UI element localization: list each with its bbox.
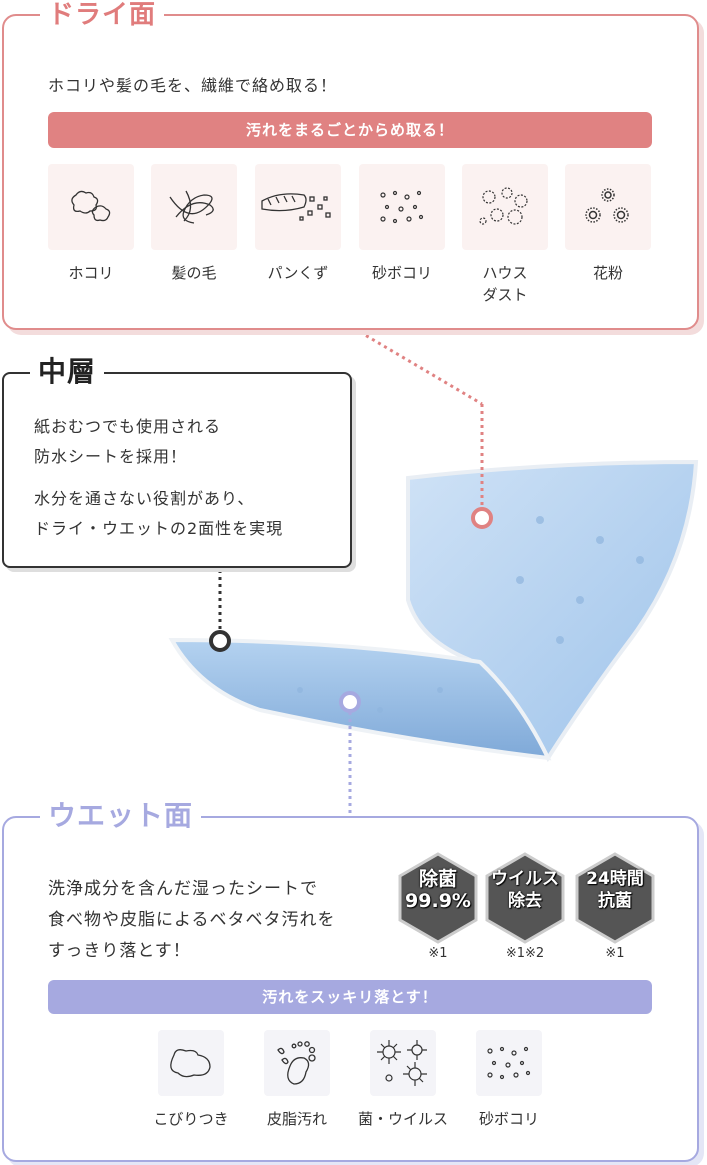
dry-side-title: ドライ面: [40, 2, 165, 28]
wet-line-3: すっきり落とす！: [48, 941, 191, 961]
wet-side-title: ウエット面: [40, 802, 202, 830]
dry-item-label: ホコリ: [68, 264, 114, 282]
middle-line-3: 水分を通さない役割があり、: [34, 489, 255, 508]
badge-sterilization: 除菌 99.9% ※1: [398, 852, 478, 961]
sand-dust-icon: [359, 164, 445, 250]
wet-item-sand-dust: 砂ボコリ: [454, 1030, 564, 1130]
badge-text: ウイルス 除去: [491, 869, 559, 911]
badge-virus-removal: ウイルス 除去 ※1※2: [485, 852, 565, 961]
middle-layer-title: 中層: [30, 358, 105, 386]
wet-line-2: 食べ物や皮脂によるベタベタ汚れを: [48, 910, 336, 930]
middle-line-4: ドライ・ウエットの2面性を実現: [34, 519, 284, 538]
wet-item-stain: こびりつき: [136, 1030, 246, 1130]
hair-icon: [151, 164, 237, 250]
wet-item-label: 菌・ウイルス: [357, 1110, 448, 1128]
pollen-icon: [565, 164, 651, 250]
dry-item-house-dust: ハウス ダスト: [461, 164, 549, 306]
dry-item-label: ハウス ダスト: [482, 264, 528, 304]
wet-item-sebum: 皮脂汚れ: [242, 1030, 352, 1130]
germ-virus-icon: [370, 1030, 436, 1096]
wet-side-description: 洗浄成分を含んだ湿ったシートで 食べ物や皮脂によるベタベタ汚れを すっきり落とす…: [48, 874, 336, 967]
wet-side-banner: 汚れをスッキリ落とす！: [48, 980, 652, 1014]
house-dust-icon: [462, 164, 548, 250]
footprint-icon: [264, 1030, 330, 1096]
stain-icon: [158, 1030, 224, 1096]
badge-text: 24時間 抗菌: [586, 869, 644, 911]
sand-dust-icon: [476, 1030, 542, 1096]
dry-item-label: 花粉: [592, 264, 623, 282]
dry-item-pollen: 花粉: [564, 164, 652, 284]
middle-layer-paragraph-1: 紙おむつでも使用される 防水シートを採用！: [34, 412, 221, 472]
badge-note: ※1: [605, 946, 625, 961]
hexagon-badge-icon: [575, 852, 655, 944]
dry-item-bread-crumbs: パンくず: [254, 164, 342, 284]
middle-line-1: 紙おむつでも使用される: [34, 417, 222, 436]
dry-item-label: パンくず: [267, 264, 329, 282]
wet-item-germs-viruses: 菌・ウイルス: [348, 1030, 458, 1130]
wet-item-label: 砂ボコリ: [478, 1110, 539, 1128]
dry-item-dust: ホコリ: [47, 164, 135, 284]
dry-side-banner: 汚れをまるごとからめ取る！: [48, 112, 652, 148]
dry-item-label: 髪の毛: [171, 264, 217, 282]
middle-line-2: 防水シートを採用！: [34, 447, 188, 466]
middle-layer-panel: [2, 372, 352, 568]
wet-line-1: 洗浄成分を含んだ湿ったシートで: [48, 879, 318, 899]
badge-24h-antibacterial: 24時間 抗菌 ※1: [575, 852, 655, 961]
dry-side-description: ホコリや髪の毛を、繊維で絡め取る！: [48, 76, 338, 95]
badge-text: 除菌 99.9%: [405, 868, 471, 912]
dust-icon: [48, 164, 134, 250]
bread-crumbs-icon: [255, 164, 341, 250]
dry-item-sand-dust: 砂ボコリ: [358, 164, 446, 284]
badge-note: ※1: [428, 946, 448, 961]
badge-note: ※1※2: [505, 946, 545, 961]
wet-item-label: 皮脂汚れ: [266, 1110, 327, 1128]
dry-item-hair: 髪の毛: [150, 164, 238, 284]
hexagon-badge-icon: [398, 852, 478, 944]
dry-item-label: 砂ボコリ: [371, 264, 432, 282]
wet-item-label: こびりつき: [153, 1110, 229, 1128]
middle-layer-paragraph-2: 水分を通さない役割があり、 ドライ・ウエットの2面性を実現: [34, 484, 283, 544]
hexagon-badge-icon: [485, 852, 565, 944]
